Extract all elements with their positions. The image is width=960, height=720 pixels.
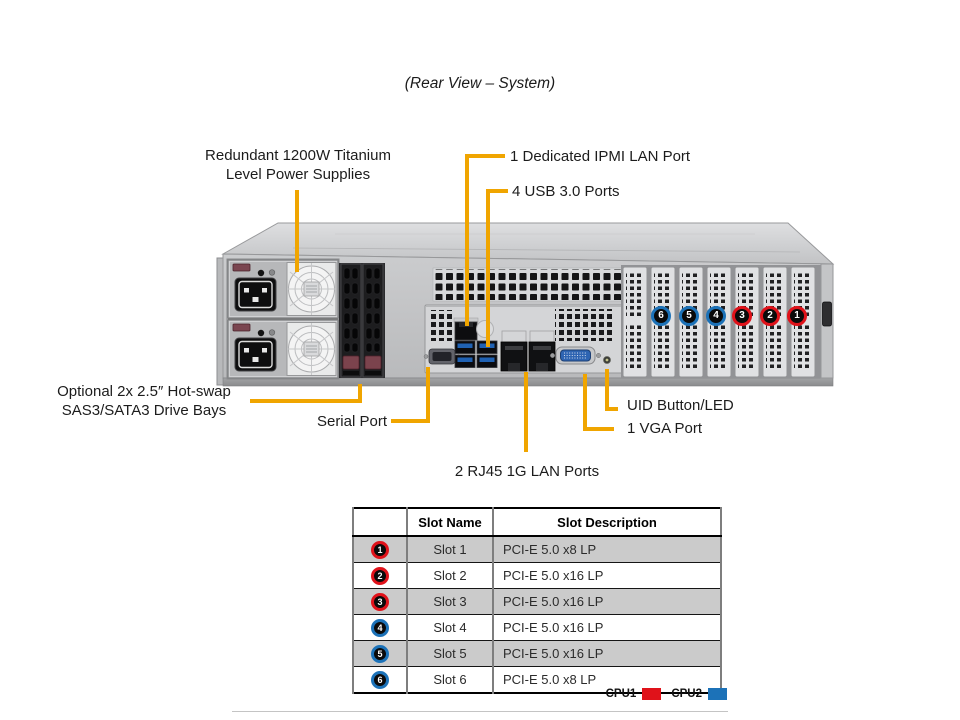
slot-badge-cell: 2 bbox=[352, 562, 408, 589]
legend-cpu2-swatch bbox=[708, 688, 727, 700]
callout-label-drive-bays: Optional 2x 2.5″ Hot-swap SAS3/SATA3 Dri… bbox=[57, 383, 231, 419]
slot-badge: 1 bbox=[371, 540, 389, 559]
server-rear-illustration bbox=[216, 222, 835, 387]
callout-line-uid-v bbox=[605, 369, 609, 411]
slot-name-header: Slot Name bbox=[406, 507, 494, 537]
slot-name-cell: Slot 1 bbox=[406, 535, 494, 563]
slot-description-cell: PCI-E 5.0 x16 LP bbox=[492, 588, 722, 615]
slot-badge: 6 bbox=[371, 670, 389, 689]
callout-line-ipmi-h bbox=[465, 154, 505, 158]
callout-line-serial-v bbox=[426, 367, 430, 423]
chassis-slot-badge: 4 bbox=[706, 306, 726, 326]
slot-description-header: Slot Description bbox=[492, 507, 722, 537]
footer-rule bbox=[232, 711, 728, 712]
callout-line-usb-h bbox=[486, 189, 508, 193]
slot-badge: 3 bbox=[371, 592, 389, 611]
cpu-legend: CPU1 CPU2 bbox=[606, 688, 727, 700]
chassis-slot-badge: 5 bbox=[679, 306, 699, 326]
knockout-hole bbox=[476, 320, 494, 338]
callout-line-vga-h bbox=[583, 427, 614, 431]
chassis-latch bbox=[822, 301, 832, 327]
callout-line-serial-h bbox=[391, 419, 430, 423]
slot-badge-cell: 5 bbox=[352, 640, 408, 667]
chassis-bottom-rail bbox=[222, 377, 834, 387]
serial-port bbox=[423, 348, 461, 365]
callout-label-usb-ports: 4 USB 3.0 Ports bbox=[512, 183, 620, 200]
slot-table-header-row: Slot Name Slot Description bbox=[352, 507, 722, 537]
slot-name-cell: Slot 5 bbox=[406, 640, 494, 667]
drive-bay-right bbox=[362, 263, 384, 378]
slot-description-cell: PCI-E 5.0 x8 LP bbox=[492, 535, 722, 563]
slot-badge: 2 bbox=[371, 566, 389, 585]
callout-label-uid-button: UID Button/LED bbox=[627, 397, 734, 414]
slot-badge-cell: 4 bbox=[352, 614, 408, 641]
vga-port bbox=[550, 346, 601, 365]
slot-badge-header bbox=[352, 507, 408, 537]
power-supplies bbox=[226, 258, 340, 380]
callout-label-vga-port: 1 VGA Port bbox=[627, 420, 703, 437]
slot-description-cell: PCI-E 5.0 x16 LP bbox=[492, 614, 722, 641]
chassis-slot-badge: 1 bbox=[787, 306, 807, 326]
slot-name-cell: Slot 2 bbox=[406, 562, 494, 589]
io-panel bbox=[423, 304, 624, 374]
chassis-slot-badge: 2 bbox=[760, 306, 780, 326]
callout-line-uid-h bbox=[605, 407, 618, 411]
drive-bay-left bbox=[340, 263, 362, 378]
uid-button bbox=[603, 356, 611, 364]
slot-badge-cell: 3 bbox=[352, 588, 408, 615]
slot-description-cell: PCI-E 5.0 x16 LP bbox=[492, 640, 722, 667]
callout-line-bays-h bbox=[250, 399, 362, 403]
slot-name-cell: Slot 6 bbox=[406, 666, 494, 694]
callout-line-lan-v bbox=[524, 372, 528, 452]
perforation-left bbox=[431, 310, 453, 341]
slot-name-cell: Slot 3 bbox=[406, 588, 494, 615]
legend-cpu2-label: CPU2 bbox=[671, 688, 702, 700]
legend-cpu1-label: CPU1 bbox=[605, 688, 637, 700]
perforation-right bbox=[555, 309, 613, 341]
callout-label-lan-ports: 2 RJ45 1G LAN Ports bbox=[454, 463, 600, 480]
callout-label-ipmi-lan-port: 1 Dedicated IPMI LAN Port bbox=[510, 148, 691, 165]
chassis-slot-badge: 3 bbox=[732, 306, 752, 326]
callout-line-bays-v bbox=[358, 384, 362, 403]
page-title: (Rear View – System) bbox=[404, 75, 556, 92]
slot-name-cell: Slot 4 bbox=[406, 614, 494, 641]
vent-grille bbox=[432, 267, 624, 302]
callout-line-psu bbox=[295, 190, 299, 272]
slot-badge-cell: 1 bbox=[352, 535, 408, 563]
slot-description-cell: PCI-E 5.0 x8 LP bbox=[492, 666, 722, 694]
drive-bays bbox=[339, 263, 385, 378]
slot-badge: 5 bbox=[371, 644, 389, 663]
slot-badge-cell: 6 bbox=[352, 666, 408, 694]
callout-line-usb-v bbox=[486, 189, 490, 347]
chassis-slot-badge: 6 bbox=[651, 306, 671, 326]
slot-description-cell: PCI-E 5.0 x16 LP bbox=[492, 562, 722, 589]
callout-label-serial-port: Serial Port bbox=[316, 413, 387, 430]
power-supply-top bbox=[227, 259, 339, 319]
callout-line-vga-v bbox=[583, 374, 587, 431]
legend-cpu1-swatch bbox=[642, 688, 662, 700]
slot-badge: 4 bbox=[371, 618, 389, 637]
callout-line-ipmi-v bbox=[465, 154, 469, 326]
power-supply-bottom bbox=[227, 319, 339, 379]
callout-label-power-supplies: Redundant 1200W Titanium Level Power Sup… bbox=[205, 147, 391, 183]
